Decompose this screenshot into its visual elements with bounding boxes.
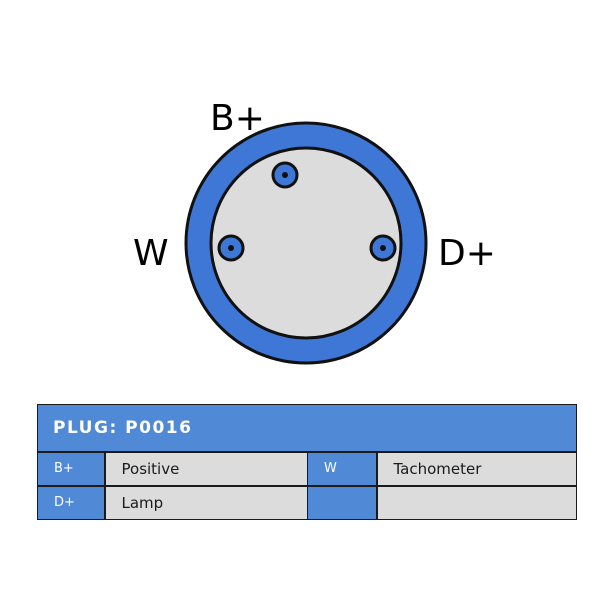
pin-code-cell: W (308, 452, 376, 485)
connector-inner-face (209, 146, 403, 340)
pin-b-plus (271, 161, 299, 189)
label-d-plus: D+ (438, 233, 496, 274)
pin-code-cell-empty (308, 486, 376, 519)
pin-d-plus (369, 234, 397, 262)
pin-description-cell: Positive (105, 452, 307, 485)
pin-code-cell: B+ (38, 452, 104, 485)
plug-title-prefix: PLUG: (53, 418, 118, 438)
pin-description-cell: Tachometer (377, 452, 576, 485)
pin-w (217, 234, 245, 262)
label-w: W (133, 233, 169, 274)
pin-description-cell: Lamp (105, 486, 307, 519)
plug-header: PLUG: P0016 (38, 405, 576, 451)
plug-code: P0016 (125, 418, 193, 438)
label-b-plus: B+ (210, 98, 265, 139)
pin-code-cell: D+ (38, 486, 104, 519)
plug-pinout-table: PLUG: P0016 B+ Positive W Tachometer D+ … (37, 404, 577, 520)
pin-description-cell-empty (377, 486, 576, 519)
plug-face-diagram: B+ W D+ (133, 98, 496, 365)
